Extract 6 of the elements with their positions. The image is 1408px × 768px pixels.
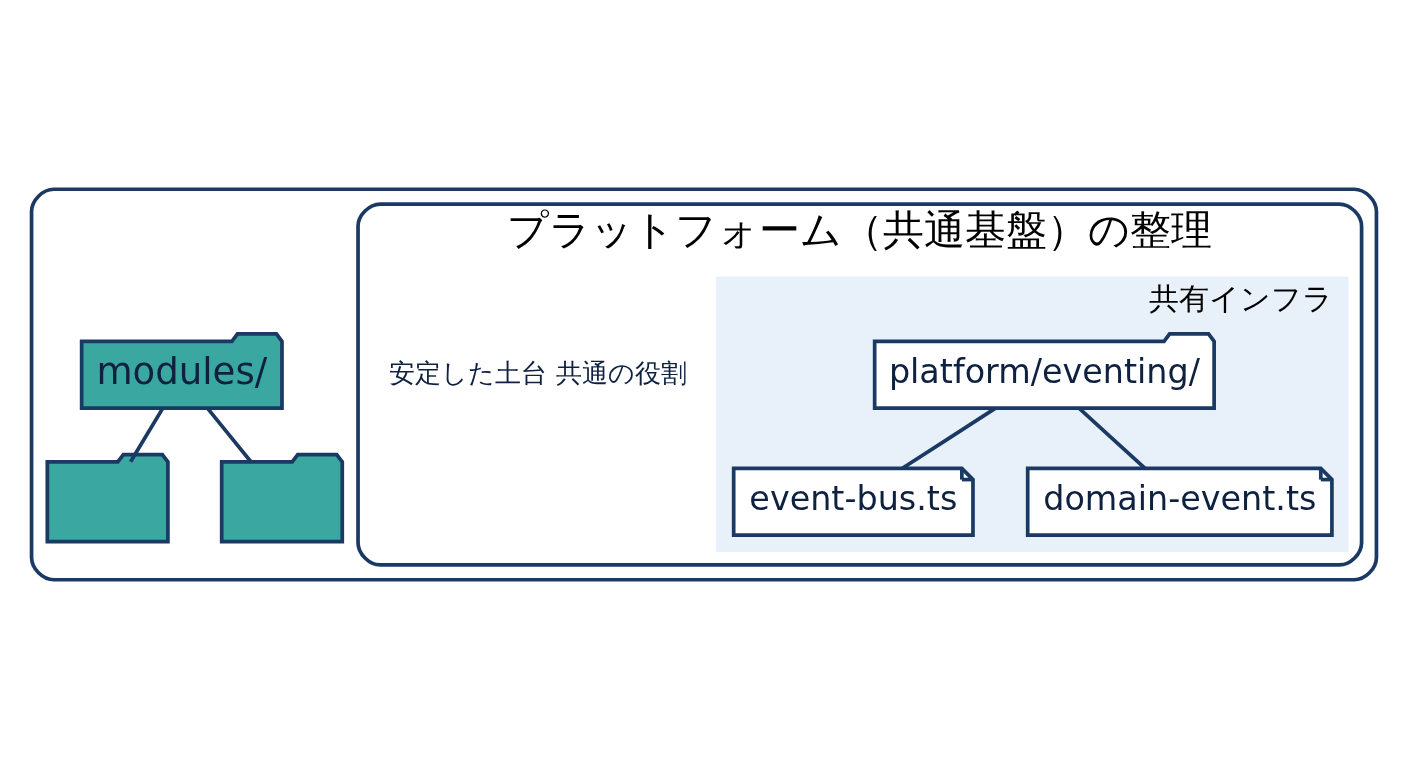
label: 安定した土台 共通の役割	[389, 357, 687, 388]
node-label: 共有インフラ	[1149, 280, 1334, 316]
node-folder	[45, 452, 170, 544]
cluster	[716, 275, 1349, 552]
cluster	[29, 186, 1379, 582]
node-folder	[219, 452, 345, 544]
